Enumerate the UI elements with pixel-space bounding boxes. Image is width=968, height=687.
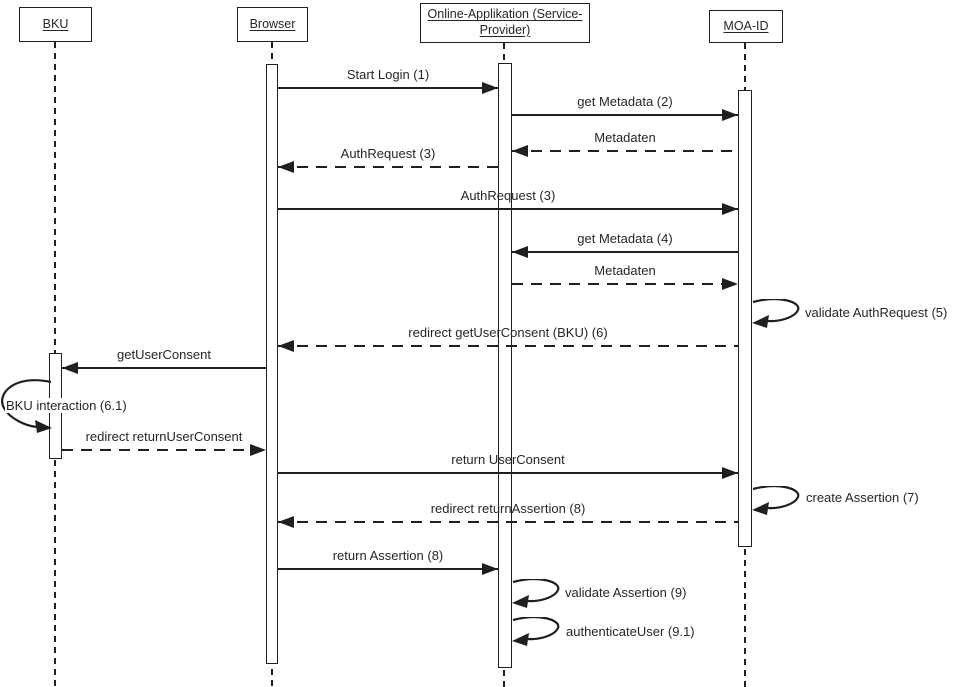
activation-online-applikation xyxy=(498,63,512,668)
message-line xyxy=(512,150,738,152)
arrowhead xyxy=(512,246,528,258)
message-line xyxy=(512,251,738,253)
arrowhead xyxy=(278,516,294,528)
message-label: getUserConsent xyxy=(117,347,211,362)
arrowhead xyxy=(62,362,78,374)
actor-box-moa-id: MOA-ID xyxy=(709,10,783,43)
message-line xyxy=(62,367,266,369)
self-loop-arrow-icon xyxy=(1,379,52,433)
message-line xyxy=(278,521,738,523)
message-label: redirect returnUserConsent xyxy=(85,429,243,444)
message-label: return UserConsent xyxy=(451,452,565,467)
message-line xyxy=(62,449,266,451)
self-loop-arrow-icon xyxy=(512,579,560,608)
arrowhead xyxy=(722,278,738,290)
actor-label-bku: BKU xyxy=(42,16,69,31)
message-label: redirect getUserConsent (BKU) (6) xyxy=(408,325,608,340)
activation-browser xyxy=(266,64,278,664)
message-label: validate Assertion (9) xyxy=(565,585,687,600)
actor-label-moa-id: MOA-ID xyxy=(723,18,769,33)
self-loop-arrow-icon xyxy=(752,299,800,328)
arrowhead xyxy=(278,161,294,173)
arrowhead xyxy=(722,467,738,479)
message-label: authenticateUser (9.1) xyxy=(566,624,695,639)
arrowhead xyxy=(722,203,738,215)
message-label: validate AuthRequest (5) xyxy=(805,305,948,320)
message-line xyxy=(278,345,738,347)
arrowhead xyxy=(278,340,294,352)
arrowhead xyxy=(250,444,266,456)
arrowhead xyxy=(512,145,528,157)
message-label: BKU interaction (6.1) xyxy=(5,398,128,413)
message-label: get Metadata (4) xyxy=(577,231,673,246)
message-label: redirect returnAssertion (8) xyxy=(430,501,586,516)
message-line xyxy=(278,568,498,570)
message-line xyxy=(512,283,738,285)
arrowhead xyxy=(482,82,498,94)
message-label: get Metadata (2) xyxy=(577,94,673,109)
message-label: create Assertion (7) xyxy=(806,490,919,505)
message-line xyxy=(278,166,498,168)
message-label: Metadaten xyxy=(594,130,656,145)
message-label: AuthRequest (3) xyxy=(340,146,436,161)
message-line xyxy=(512,114,738,116)
actor-label-browser: Browser xyxy=(249,16,296,31)
message-label: AuthRequest (3) xyxy=(460,188,556,203)
arrowhead xyxy=(722,109,738,121)
actor-box-bku: BKU xyxy=(19,7,92,42)
message-label: Start Login (1) xyxy=(346,67,430,82)
message-line xyxy=(278,87,498,89)
self-loop-arrow-icon xyxy=(512,617,560,646)
self-loop-arrow-icon xyxy=(752,486,800,515)
actor-label-online-applikation: Online-Applikation (Service-Provider) xyxy=(427,7,583,37)
message-line xyxy=(278,208,738,210)
message-label: return Assertion (8) xyxy=(332,548,444,563)
actor-box-browser: Browser xyxy=(237,7,308,42)
message-label: Metadaten xyxy=(594,263,656,278)
actor-box-online-applikation: Online-Applikation (Service-Provider) xyxy=(420,3,590,43)
activation-moa-id xyxy=(738,90,752,547)
arrowhead xyxy=(482,563,498,575)
message-line xyxy=(278,472,738,474)
